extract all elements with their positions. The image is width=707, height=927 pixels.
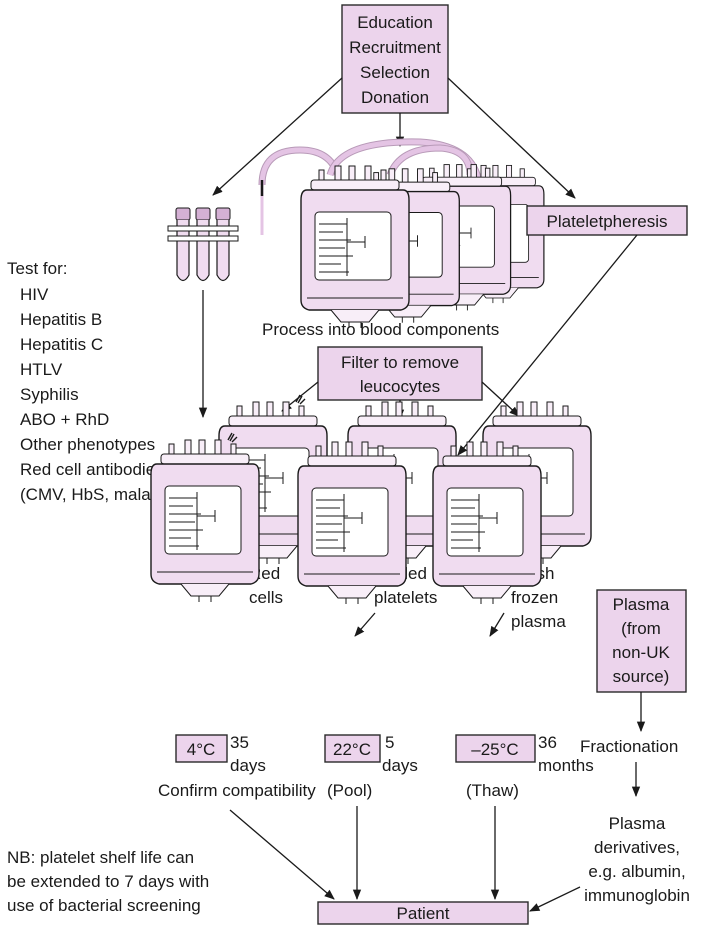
platelets-storage: 22°C 5 days (Pool) (324, 733, 418, 800)
donation-line-education: Education (357, 13, 433, 32)
plasma-label: frozen (511, 588, 558, 607)
derivatives-text: Plasma derivatives, e.g. albumin, immuno… (584, 814, 690, 905)
test-item: ABO + RhD (20, 410, 109, 429)
nb-note: NB: platelet shelf life can be extended … (7, 848, 209, 915)
nb-line: NB: platelet shelf life can (7, 848, 194, 867)
arrow-to-plateletpheresis (447, 77, 576, 199)
red-storage: 4°C 35 days Confirm compatibility (158, 733, 316, 800)
platelets-shelf-unit: days (382, 756, 418, 775)
patient-box: Patient (317, 901, 529, 925)
plasma-source-line: (from (621, 619, 661, 638)
plasma-source-line: source) (613, 667, 670, 686)
test-item: Hepatitis B (20, 310, 102, 329)
derivatives-line: immunoglobin (584, 886, 690, 905)
test-list: Test for: HIV Hepatitis B Hepatitis C HT… (7, 259, 175, 504)
red-note: Confirm compatibility (158, 781, 316, 800)
test-item: HIV (20, 285, 49, 304)
red-cells-bag-icon (218, 394, 328, 565)
test-item: HTLV (20, 360, 63, 379)
donation-line-selection: Selection (360, 63, 430, 82)
plasma-note: (Thaw) (466, 781, 519, 800)
plasma-shelf-num: 36 (538, 733, 557, 752)
sample-tubes-icon (167, 207, 239, 282)
test-item: Red cell antibodies (20, 460, 164, 479)
filter-line-2: leucocytes (360, 377, 440, 396)
fractionation-label: Fractionation (580, 737, 678, 756)
test-heading: Test for: (7, 259, 67, 278)
arrow-plasma-down (489, 612, 505, 637)
plasma-temp: –25°C (471, 740, 518, 759)
plateletpheresis-box: Plateletpheresis (526, 205, 688, 236)
arrow-pheresis-to-platelets (457, 234, 638, 456)
plasma-storage: –25°C 36 months (Thaw) (455, 733, 594, 800)
derivatives-line: e.g. albumin, (588, 862, 685, 881)
platelets-temp: 22°C (333, 740, 371, 759)
arrow-filter-to-plasma (481, 381, 520, 417)
arrow-platelets-down (354, 612, 376, 637)
derivatives-line: Plasma (609, 814, 666, 833)
donation-box: Education Recruitment Selection Donation (341, 4, 449, 114)
test-item: Syphilis (20, 385, 79, 404)
test-item: Other phenotypes (20, 435, 155, 454)
filter-line-1: Filter to remove (341, 353, 459, 372)
red-cells-label: cells (249, 588, 283, 607)
donation-bags-icon (258, 138, 545, 329)
red-shelf-unit: days (230, 756, 266, 775)
arrow-to-sample-tubes (212, 77, 343, 196)
donation-line-donation: Donation (361, 88, 429, 107)
platelets-shelf-num: 5 (385, 733, 394, 752)
platelets-label: platelets (374, 588, 437, 607)
donation-line-recruitment: Recruitment (349, 38, 441, 57)
derivatives-line: derivatives, (594, 838, 680, 857)
process-label: Process into blood components (262, 320, 499, 339)
plasma-label: plasma (511, 612, 566, 631)
nb-line: use of bacterial screening (7, 896, 201, 915)
test-item: (CMV, HbS, malaria) (20, 485, 175, 504)
arrow-red-to-patient (229, 809, 335, 900)
red-shelf-num: 35 (230, 733, 249, 752)
plasma-source-box: Plasma (from non-UK source) (596, 589, 687, 693)
test-item: Hepatitis C (20, 335, 103, 354)
red-temp: 4°C (187, 740, 216, 759)
platelets-note: (Pool) (327, 781, 372, 800)
arrow-derivatives-to-patient (529, 886, 581, 912)
platelets-stored-bag-icon (297, 441, 407, 605)
plasma-stored-bag-icon (432, 441, 542, 605)
plasma-source-line: Plasma (613, 595, 670, 614)
plasma-shelf-unit: months (538, 756, 594, 775)
patient-label: Patient (397, 904, 450, 923)
filter-box: Filter to remove leucocytes (317, 346, 483, 401)
nb-line: be extended to 7 days with (7, 872, 209, 891)
plateletpheresis-label: Plateletpheresis (547, 212, 668, 231)
plasma-source-line: non-UK (612, 643, 670, 662)
red-cells-stored-bag-icon (150, 432, 260, 603)
